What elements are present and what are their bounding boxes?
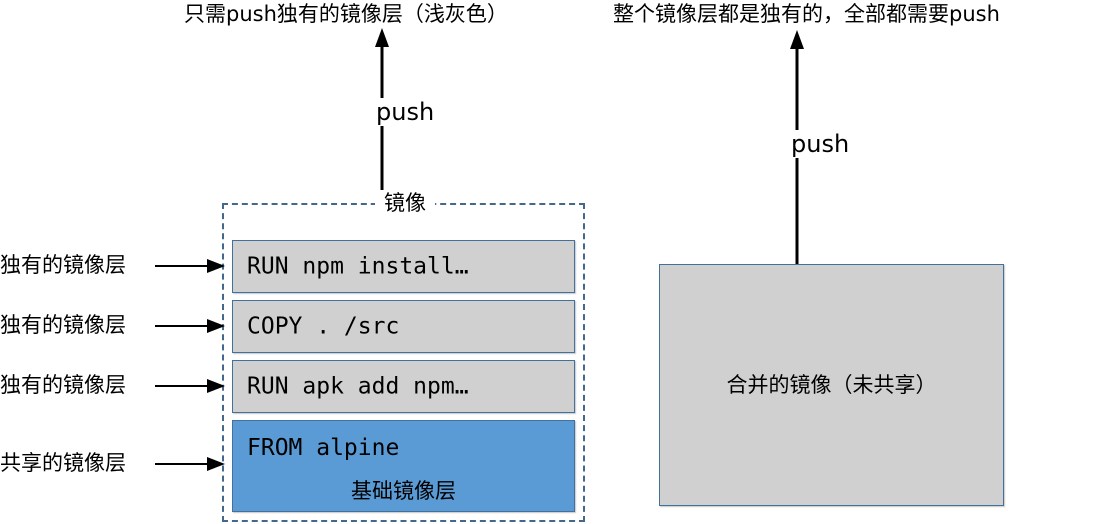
layer-annotation-label: 独有的镜像层: [0, 253, 126, 277]
annotation-arrow-icon: [155, 379, 225, 393]
push-label-right: push: [786, 130, 855, 158]
layer-annotation-label: 独有的镜像层: [0, 373, 126, 397]
layer-annotation-label: 独有的镜像层: [0, 313, 126, 337]
image-layer-command: RUN npm install…: [247, 253, 469, 279]
annotation-arrow-icon: [155, 259, 225, 273]
merged-image-box[interactable]: 合并的镜像（未共享）: [659, 264, 1004, 506]
base-image-layer-box[interactable]: FROM alpine 基础镜像层: [232, 420, 575, 512]
left-diagram-caption: 只需push独有的镜像层（浅灰色）: [184, 2, 508, 26]
base-image-layer-sublabel: 基础镜像层: [351, 479, 456, 503]
image-layer-box[interactable]: COPY . /src: [232, 300, 575, 353]
annotation-arrow-icon: [155, 457, 225, 471]
image-group-title: 镜像: [375, 190, 435, 216]
push-label-left: push: [371, 98, 440, 126]
image-layer-box[interactable]: RUN npm install…: [232, 240, 575, 293]
right-diagram-caption: 整个镜像层都是独有的，全部都需要push: [613, 2, 1000, 26]
image-layer-command: RUN apk add npm…: [247, 373, 469, 399]
annotation-arrow-icon: [155, 319, 225, 333]
base-image-layer-command: FROM alpine: [247, 435, 400, 461]
image-layer-box[interactable]: RUN apk add npm…: [232, 360, 575, 413]
image-layer-command: COPY . /src: [247, 313, 400, 339]
layer-annotation-label: 共享的镜像层: [0, 451, 126, 475]
merged-image-label: 合并的镜像（未共享）: [726, 373, 937, 397]
